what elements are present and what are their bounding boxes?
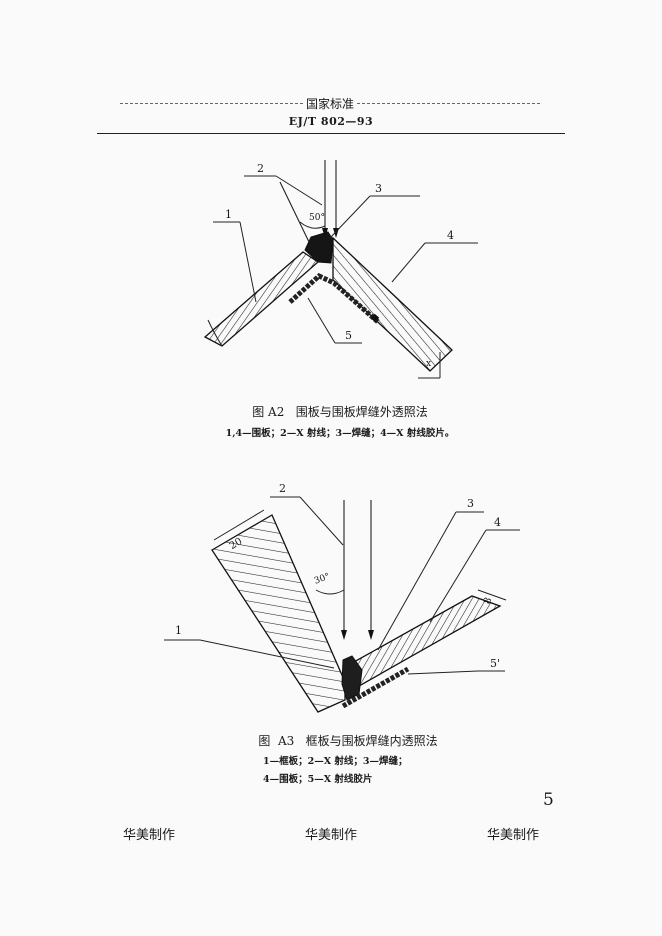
label-2-leader [275,175,323,206]
figure-a3-legend-line2: 4—围板；5—X 射线胶片 [263,774,373,785]
label-4: 4 [494,516,501,529]
angle-arc [315,589,345,595]
footer-credit-right: 华美制作 [487,828,540,843]
header-rule [97,133,565,134]
label-4-leader [391,242,426,283]
label-1-leader [239,221,257,303]
label-3: 3 [375,182,382,195]
standard-code: EJ/T 802—93 [288,115,374,128]
label-3-leader [377,511,457,651]
left-wall-plate [203,251,320,347]
label-1-leader [199,639,335,669]
figure-a2-legend: 1,4—围板；2—X 射线；3—焊缝；4—X 射线胶片。 [225,428,455,439]
xray-film [288,273,380,324]
wall-dimension-line [477,589,507,601]
figure-a2-caption: 图 A2 围板与围板焊缝外透照法 [252,405,428,419]
header-dash-left [120,102,303,104]
weld-seam [341,655,363,701]
footer-credit-center: 华美制作 [305,828,358,843]
label-2: 2 [279,482,286,495]
label-5-leader [407,670,479,675]
figure-a3-diagram: 20 8 30° 2 3 4 1 5' [164,482,520,713]
label-1: 1 [225,208,232,221]
film-end [370,313,380,323]
header-row: 国家标准 [120,96,541,111]
header-title: 国家标准 [306,96,355,111]
right-wall-plate [332,236,453,372]
figure-a3-caption: 图 A3 框板与围板焊缝内透照法 [258,734,438,748]
angle-label: 30° [313,572,331,587]
angle-arc [299,221,326,229]
weld-seam [304,231,334,264]
footer-credit-left: 华美制作 [123,828,176,843]
label-5-leader [307,297,336,344]
right-end-mark-label: x [426,359,431,369]
xray-beam-diagonal [279,181,310,243]
figure-a2-diagram: x 50° 2 3 4 1 5 [203,160,478,379]
angle-label: 50° [309,213,325,223]
label-4-leader [429,529,487,623]
wall-dimension-label: 8 [482,596,495,606]
frame-dimension-line [213,509,265,541]
xray-film [341,666,410,709]
page-number: 5 [543,790,554,810]
label-5: 5' [490,657,500,670]
figure-a3-legend-line1: 1—框板；2—X 射线；3—焊缝； [263,756,408,767]
label-2: 2 [257,162,264,175]
label-3: 3 [467,497,474,510]
xray-arrowhead-right [368,630,374,640]
label-2-leader [299,496,344,546]
left-end-mark [207,319,223,347]
label-1: 1 [175,624,182,637]
label-4: 4 [447,229,454,242]
xray-arrowhead-left [322,228,328,238]
header-dash-right [357,102,541,104]
xray-arrowhead-left [341,630,347,640]
label-5: 5 [345,329,352,342]
label-3-leader [329,195,371,239]
wall-plate [344,595,502,691]
